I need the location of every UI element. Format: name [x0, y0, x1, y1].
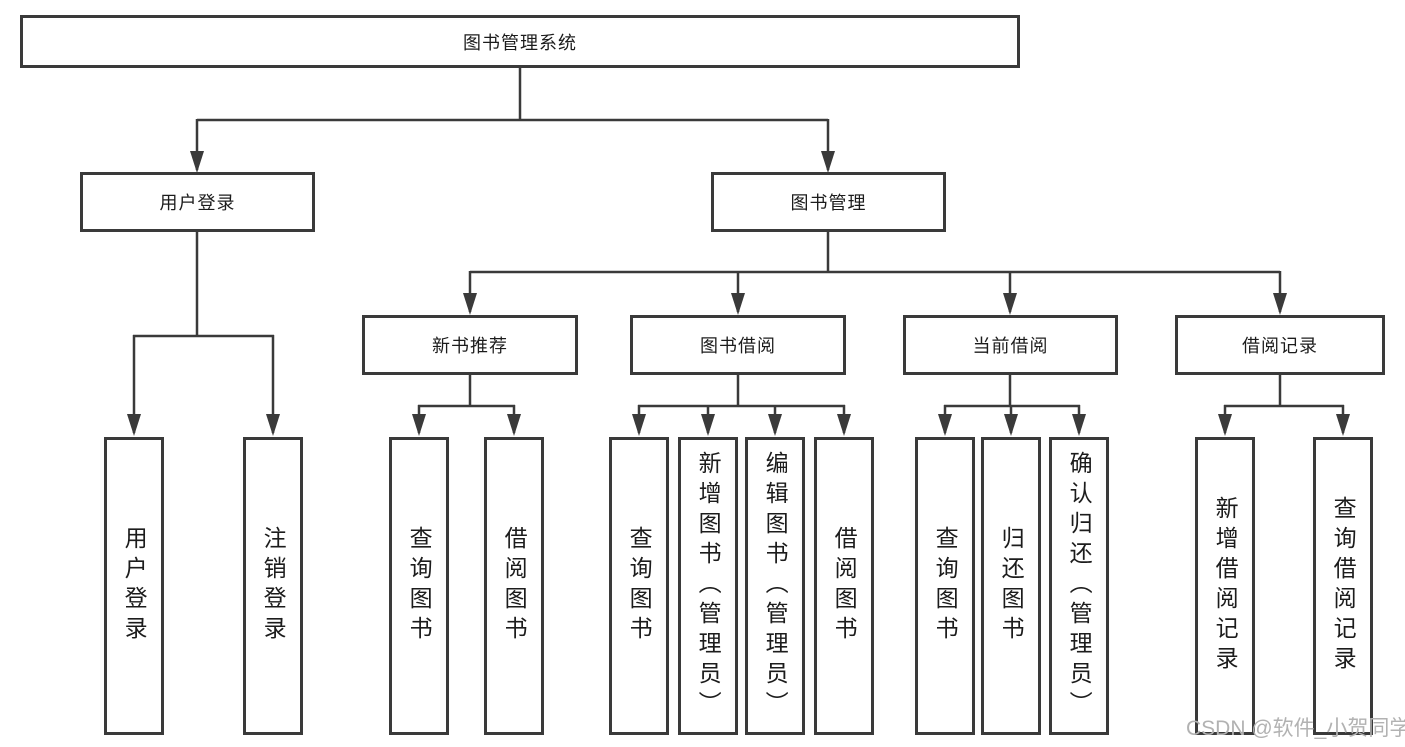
node-label: 新书推荐: [432, 336, 508, 356]
connector-root-to-level2: [190, 67, 835, 173]
node-label: 用户登录: [121, 526, 148, 646]
leaf-logout: 注销登录: [243, 437, 303, 735]
node-label: 注销登录: [260, 526, 287, 646]
node-label: 确认归还（管理员）: [1066, 451, 1093, 721]
node-label: 当前借阅: [972, 336, 1049, 356]
leaf-query-books-recommend: 查询图书: [389, 437, 449, 735]
node-label: 查询图书: [932, 526, 959, 646]
node-label: 借阅图书: [831, 526, 858, 646]
node-label: 归还图书: [998, 526, 1025, 646]
connector-user-login-children: [127, 231, 280, 436]
node-label: 借阅图书: [501, 526, 528, 646]
node-current-borrowing: 当前借阅: [903, 315, 1118, 375]
node-label: 用户登录: [159, 193, 236, 213]
node-label: 查询图书: [626, 526, 653, 646]
leaf-add-borrow-record: 新增借阅记录: [1195, 437, 1255, 735]
leaf-borrow-books-recommend: 借阅图书: [484, 437, 544, 735]
leaf-user-login: 用户登录: [104, 437, 164, 735]
node-label: 图书借阅: [700, 336, 776, 356]
leaf-return-books: 归还图书: [981, 437, 1041, 735]
node-book-borrowing: 图书借阅: [630, 315, 846, 375]
connector-current-borrow-children: [938, 374, 1086, 436]
node-label: 查询图书: [406, 526, 433, 646]
leaf-add-books-admin: 新增图书（管理员）: [678, 437, 738, 735]
node-label: 编辑图书（管理员）: [762, 451, 789, 721]
node-label: 查询借阅记录: [1330, 496, 1357, 676]
leaf-query-borrow-record: 查询借阅记录: [1313, 437, 1373, 735]
node-user-login: 用户登录: [80, 172, 315, 232]
node-label: 新增借阅记录: [1212, 496, 1239, 676]
connector-book-borrow-children: [632, 374, 851, 436]
leaf-confirm-return-admin: 确认归还（管理员）: [1049, 437, 1109, 735]
node-label: 借阅记录: [1242, 336, 1318, 356]
leaf-query-books-current: 查询图书: [915, 437, 975, 735]
connector-new-book-children: [412, 374, 521, 436]
node-label: 图书管理系统: [463, 32, 577, 53]
node-borrow-records: 借阅记录: [1175, 315, 1385, 375]
leaf-edit-books-admin: 编辑图书（管理员）: [745, 437, 805, 735]
connector-book-management-children: [463, 231, 1287, 315]
connector-borrow-records-children: [1218, 374, 1350, 436]
node-label: 新增图书（管理员）: [695, 451, 722, 721]
node-label: 图书管理: [790, 193, 867, 213]
leaf-query-books-borrow: 查询图书: [609, 437, 669, 735]
node-root-library-system: 图书管理系统: [20, 15, 1020, 68]
csdn-watermark: CSDN @软件_小贺同学: [1186, 717, 1405, 740]
leaf-borrow-books: 借阅图书: [814, 437, 874, 735]
node-new-book-recommend: 新书推荐: [362, 315, 578, 375]
node-book-management: 图书管理: [711, 172, 946, 232]
